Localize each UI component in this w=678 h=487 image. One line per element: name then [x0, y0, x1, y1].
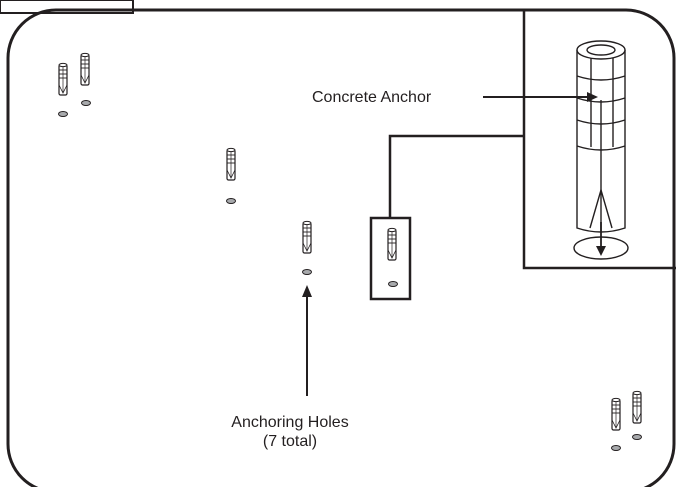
anchor-hole-icon	[302, 269, 312, 275]
anchor-bolt-icon	[80, 52, 90, 86]
concrete-anchor-label: Concrete Anchor	[312, 89, 432, 106]
anchoring-holes-title: Anchoring Holes	[231, 414, 349, 431]
anchor-bolt-icon	[632, 390, 642, 424]
anchor-hole-icon	[388, 281, 398, 287]
anchor-hole-icon	[58, 111, 68, 117]
anchor-bolt-icon	[302, 220, 312, 254]
anchor-callout-arrow	[483, 92, 598, 102]
anchor-bolt-icon	[226, 147, 236, 181]
anchoring-holes-count: (7 total)	[262, 433, 318, 450]
anchor-hole-icon	[226, 198, 236, 204]
anchor-bolt-icon	[611, 397, 621, 431]
anchor-bolt-icon	[387, 227, 397, 261]
anchor-hole-icon	[632, 434, 642, 440]
holes-callout-arrow	[302, 285, 312, 396]
highlight-box	[369, 216, 412, 301]
slab-outline	[6, 8, 676, 487]
anchor-bolt-icon	[58, 62, 68, 96]
anchoring-holes-label: Anchoring Holes (7 total)	[200, 413, 380, 451]
anchor-hole-icon	[611, 445, 621, 451]
anchor-hole-icon	[81, 100, 91, 106]
detail-connector-line	[388, 134, 524, 218]
concrete-anchor-icon	[573, 40, 629, 260]
